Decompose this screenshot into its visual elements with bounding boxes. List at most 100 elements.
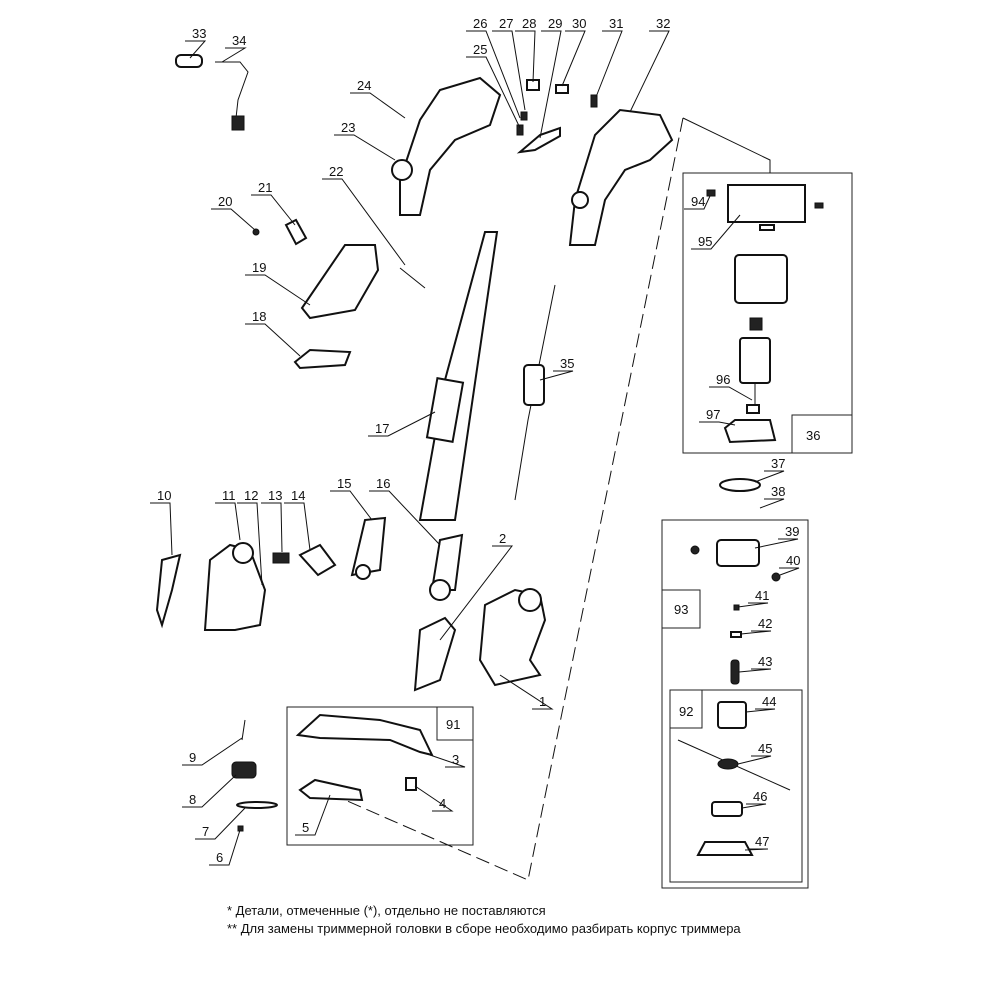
footnote-not-supplied: * Детали, отмеченные (*), отдельно не по… (227, 903, 546, 918)
callout-16: 16 (376, 476, 390, 491)
leader-line-32 (629, 30, 670, 113)
leader-line-22 (322, 178, 406, 266)
callout-24: 24 (357, 78, 371, 93)
leader-line-25 (466, 56, 521, 129)
leader-line-14 (284, 502, 311, 551)
leader-line-17 (368, 411, 436, 437)
callout-44: 44 (762, 694, 776, 709)
leader-line-2 (439, 545, 514, 641)
leader-line-42 (740, 630, 772, 635)
leader-line-24 (350, 92, 406, 119)
handle-32 (568, 108, 674, 246)
leader-line-5 (295, 794, 331, 836)
callout-43: 43 (758, 654, 772, 669)
handle-clamp-18 (293, 348, 352, 370)
housing-half-2 (413, 616, 457, 692)
leader-line-27 (492, 30, 526, 111)
callout-41: 41 (755, 588, 769, 603)
callout-23: 23 (341, 120, 355, 135)
housing-half-1 (478, 588, 547, 687)
callout-30: 30 (572, 16, 586, 31)
tube-17 (418, 231, 499, 521)
leader-line-41 (737, 602, 769, 608)
leader-line-20 (211, 208, 256, 231)
leader-line-45 (737, 755, 772, 765)
guard-group-box-91 (286, 706, 474, 846)
guard-3 (295, 713, 434, 757)
dashed-connector (344, 117, 684, 881)
callout-97: 97 (706, 407, 720, 422)
leader-line-30 (561, 30, 586, 87)
callout-21: 21 (258, 180, 272, 195)
callout-33: 33 (192, 26, 206, 41)
callout-11: 11 (222, 488, 236, 503)
callout-26: 26 (473, 16, 487, 31)
label-box-36 (791, 414, 853, 454)
label-box-91 (436, 706, 474, 741)
leader-line-38 (759, 498, 785, 509)
pin-6 (237, 825, 244, 832)
leader-line-47 (744, 848, 769, 851)
callout-1: 1 (539, 694, 546, 709)
callout-39: 39 (785, 524, 799, 539)
motor-group-box-36 (682, 172, 853, 454)
leader-line-35 (539, 370, 574, 381)
callout-12: 12 (244, 488, 258, 503)
leader-line-95 (691, 214, 741, 250)
callout-20: 20 (218, 194, 232, 209)
leader-line-9 (182, 737, 243, 766)
callout-34: 34 (232, 33, 246, 48)
small-parts-25-31 (516, 79, 598, 154)
cable-34 (215, 61, 249, 131)
callout-94: 94 (691, 194, 705, 209)
leader-lines (150, 30, 800, 866)
leader-line-46 (741, 803, 767, 809)
head-group-box-92 (669, 689, 803, 883)
callout-40: 40 (786, 553, 800, 568)
spool-8 (231, 761, 257, 779)
wheel-23 (391, 159, 413, 181)
handle-24 (399, 76, 502, 216)
leader-line-28 (515, 30, 536, 83)
callout-31: 31 (609, 16, 623, 31)
callout-93: 93 (674, 602, 688, 617)
leader-line-26 (466, 30, 521, 119)
motor-parts-94-97 (706, 184, 824, 444)
screw-22 (399, 267, 426, 289)
leader-line-39 (754, 538, 799, 549)
callout-9: 9 (189, 750, 196, 765)
callout-3: 3 (452, 752, 459, 767)
leader-line-11 (215, 502, 241, 541)
leader-line-37 (754, 470, 785, 483)
callout-14: 14 (291, 488, 305, 503)
callout-96: 96 (716, 372, 730, 387)
callout-2: 2 (499, 531, 506, 546)
callout-7: 7 (202, 824, 209, 839)
leader-line-31 (595, 30, 623, 98)
leader-line-12 (237, 502, 263, 586)
callout-29: 29 (548, 16, 562, 31)
motor-bracket-line (682, 117, 771, 173)
leader-line-18 (245, 323, 301, 357)
blade-holder-5 (298, 778, 364, 802)
callout-46: 46 (753, 789, 767, 804)
callout-10: 10 (157, 488, 171, 503)
callout-38: 38 (771, 484, 785, 499)
callout-91: 91 (446, 717, 460, 732)
fan-37 (719, 478, 761, 492)
bushing-14 (298, 543, 337, 577)
clamp-15 (350, 516, 387, 580)
leader-line-1 (499, 674, 554, 710)
knob-21 (284, 218, 308, 246)
callout-36: 36 (806, 428, 820, 443)
callout-25: 25 (473, 42, 487, 57)
callout-47: 47 (755, 834, 769, 849)
clamp-16 (429, 533, 464, 601)
screw-9 (241, 719, 246, 741)
leader-line-44 (745, 708, 776, 713)
callout-18: 18 (252, 309, 266, 324)
spring-13 (272, 552, 290, 564)
footnote-trimmer-head: ** Для замены триммерной головки в сборе… (227, 921, 741, 936)
